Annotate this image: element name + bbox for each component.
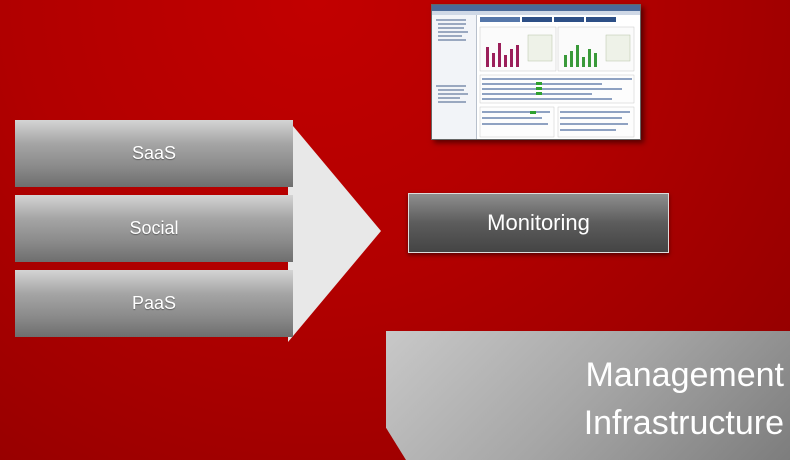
paas-label: PaaS [131, 293, 177, 313]
social-box: Social [15, 195, 293, 262]
monitoring-box: Monitoring [408, 193, 669, 253]
management-infrastructure-text: Management Infrastructure [584, 351, 784, 447]
management-label: Management [585, 356, 784, 394]
management-infrastructure-shape [386, 331, 790, 460]
saas-box: SaaS [15, 120, 293, 187]
infrastructure-label: Infrastructure [583, 404, 784, 442]
saas-label: SaaS [131, 143, 177, 163]
paas-box: PaaS [15, 270, 293, 337]
social-label: Social [129, 218, 179, 238]
arrow-shape [288, 120, 381, 342]
monitoring-label: Monitoring [487, 210, 590, 235]
dashboard-thumbnail [432, 5, 640, 139]
dashboard-screenshot-icon [431, 4, 641, 140]
